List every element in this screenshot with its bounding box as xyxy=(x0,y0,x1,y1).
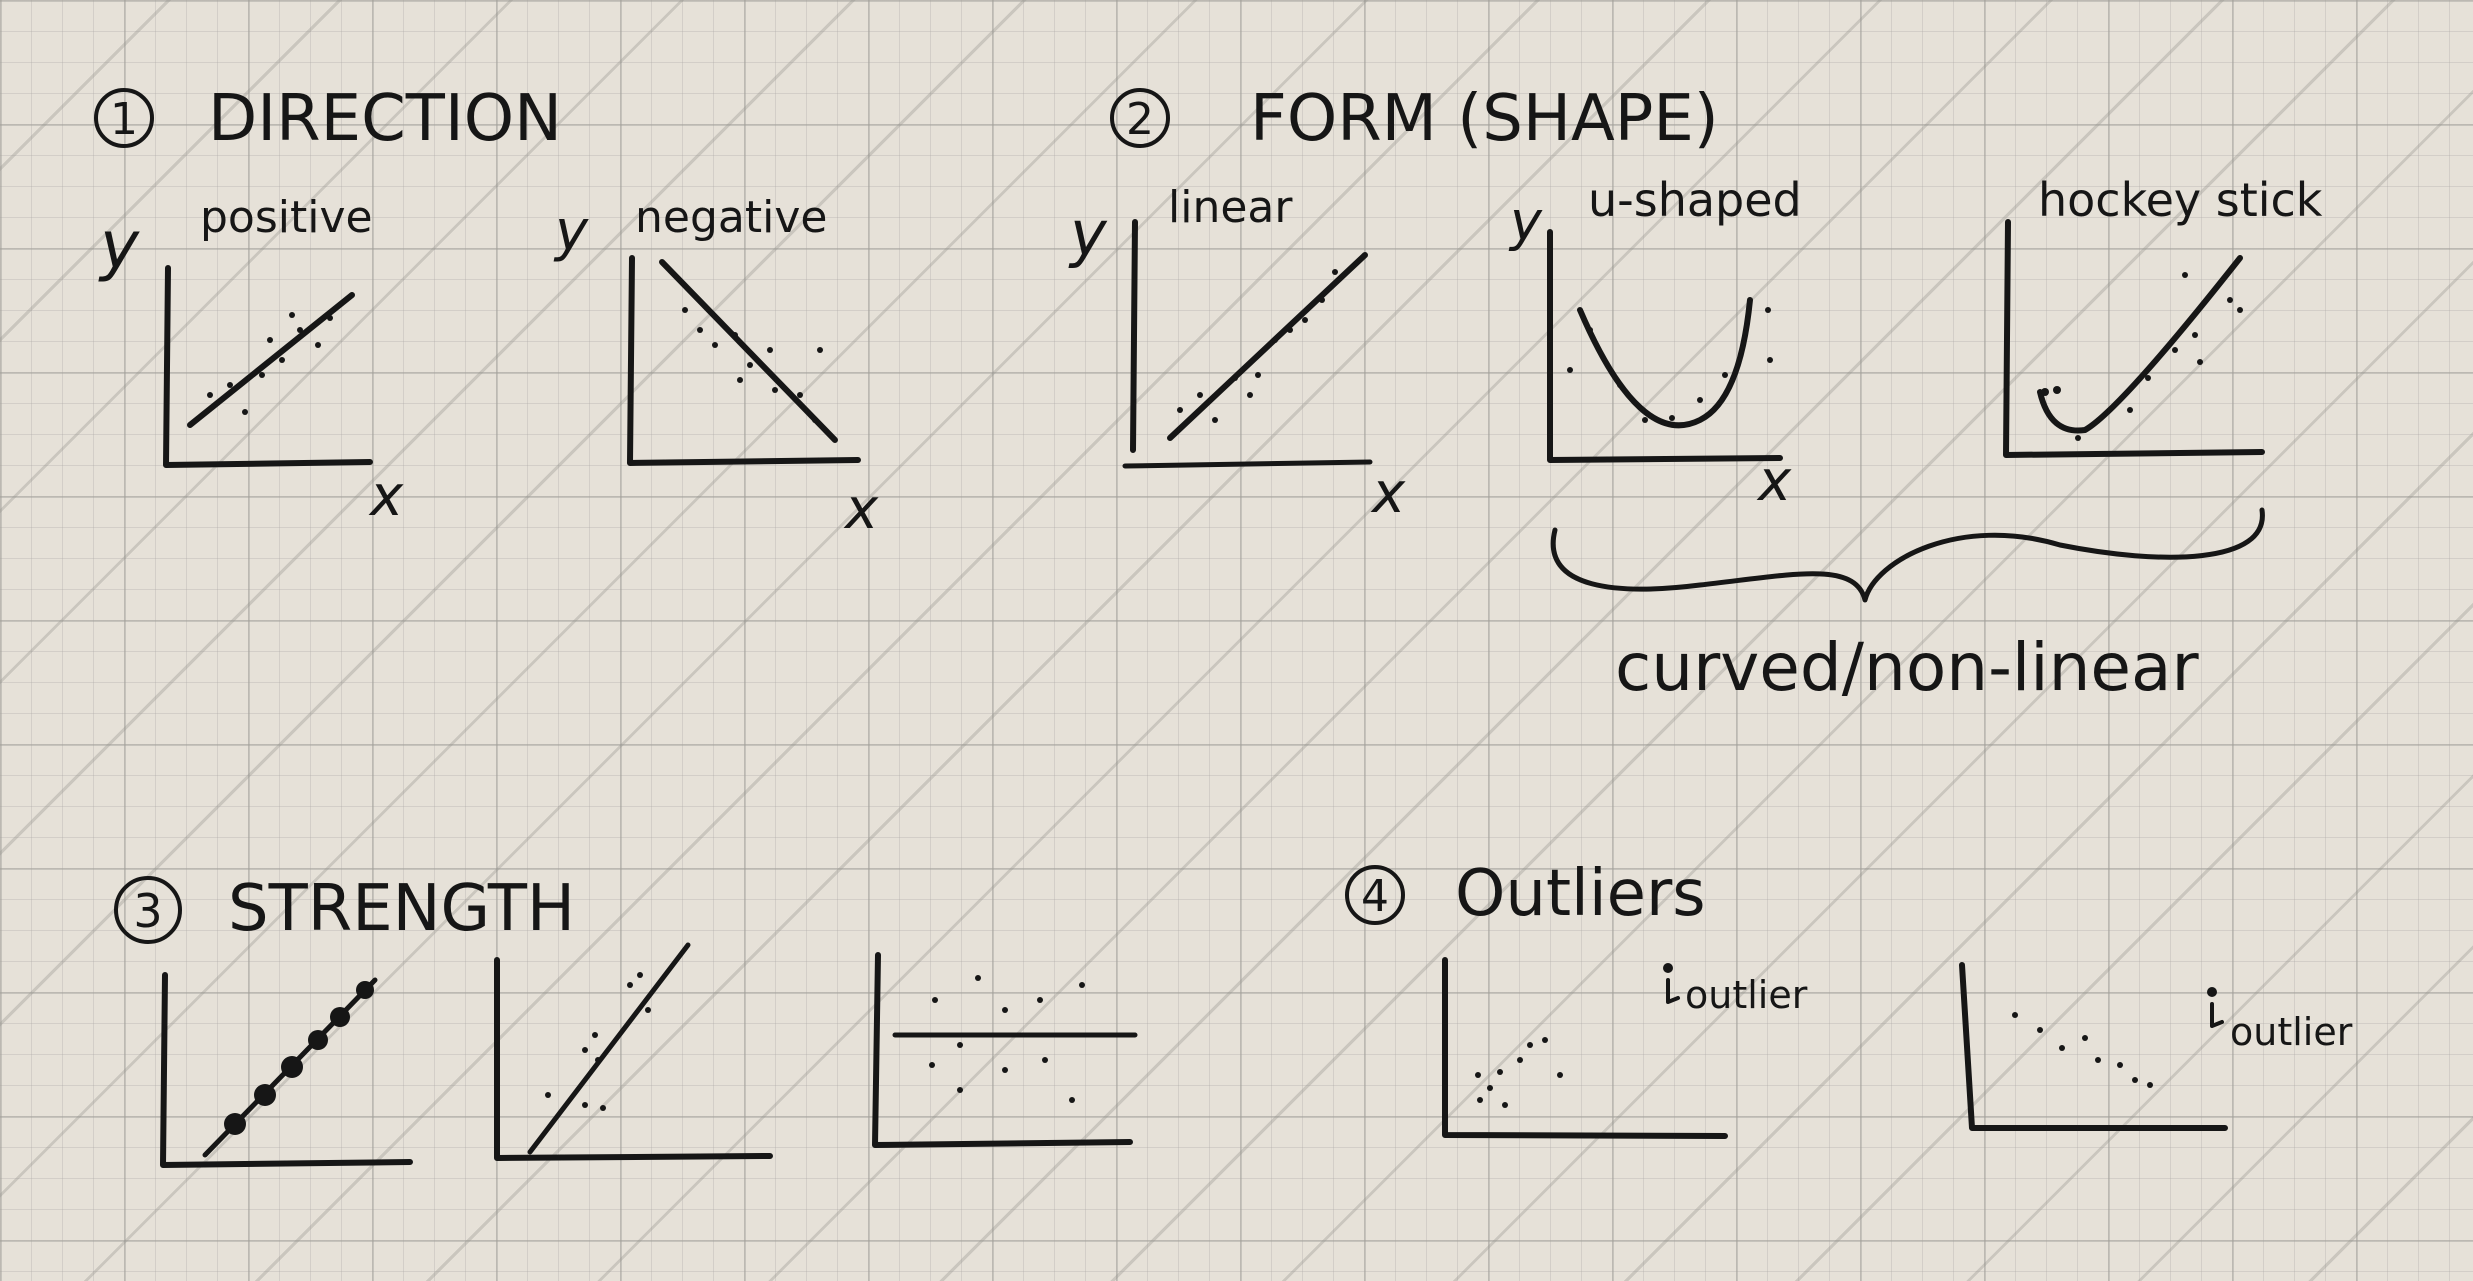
section-4-circle xyxy=(1345,865,1405,925)
plot-outlier-a-axes xyxy=(1442,957,1728,1139)
plot-outlier-b-points xyxy=(2012,1012,2153,1088)
plot-linear-x-label: x xyxy=(1370,461,1406,526)
plot-hockey-stick-label: hockey stick xyxy=(2038,173,2323,227)
plot-outlier-a-outlier-arrow xyxy=(1666,978,1680,1004)
brace-label: curved/non-linear xyxy=(1615,629,2199,706)
plot-u-shaped-points xyxy=(1567,307,1773,423)
plot-negative-y-label: y xyxy=(553,199,589,264)
section-3-title: STRENGTH xyxy=(228,872,575,946)
plot-u-shaped-curve xyxy=(1577,297,1753,429)
plot-negative-trend-line xyxy=(659,259,838,443)
plot-outlier-a-points xyxy=(1475,1037,1563,1108)
plot-weak xyxy=(872,952,1138,1148)
section-3-number: 3 xyxy=(133,884,162,938)
section-1-title: DIRECTION xyxy=(208,82,562,156)
plot-negative-points xyxy=(682,307,823,423)
plot-hockey-stick-axes xyxy=(2003,219,2265,458)
plot-outlier-b-outlier-point xyxy=(2207,987,2217,997)
plot-moderate-points xyxy=(545,972,651,1111)
plot-moderate-axes xyxy=(494,957,773,1161)
section-direction: 1 DIRECTION xyxy=(94,82,562,156)
plot-linear-x-axis xyxy=(1122,459,1373,469)
plot-hockey-stick: hockey stick xyxy=(2003,173,2323,458)
plot-positive-axes xyxy=(163,265,373,468)
plot-outlier-b: outlier xyxy=(1959,962,2353,1131)
plot-outlier-b-outlier-arrow xyxy=(2210,1002,2224,1028)
plot-linear: linear y x xyxy=(1068,182,1406,526)
plot-hockey-stick-curve xyxy=(2037,255,2243,434)
section-1-number: 1 xyxy=(110,94,138,145)
plot-outlier-b-outlier-label: outlier xyxy=(2230,1010,2353,1054)
section-2-circle xyxy=(1110,88,1170,148)
plot-linear-label: linear xyxy=(1168,182,1293,233)
plot-moderate-trend-line xyxy=(527,942,691,1155)
plot-negative-x-label: x xyxy=(843,477,879,542)
plot-moderate xyxy=(494,942,773,1161)
plot-positive: positive y x xyxy=(98,192,404,529)
plot-u-shaped-axes xyxy=(1547,229,1783,463)
plot-outlier-a-outlier-label: outlier xyxy=(1685,973,1808,1017)
plot-outlier-b-axes xyxy=(1959,962,2228,1131)
plot-u-shaped-x-label: x xyxy=(1756,449,1792,514)
section-1-circle xyxy=(94,88,154,148)
plot-weak-points xyxy=(929,975,1085,1103)
plot-u-shaped: u-shaped y x xyxy=(1508,173,1802,514)
plot-strong xyxy=(160,972,413,1168)
plot-linear-y-axis xyxy=(1130,219,1138,453)
section-4-number: 4 xyxy=(1361,871,1389,922)
section-3-circle xyxy=(114,876,182,944)
plot-strong-points xyxy=(224,981,374,1135)
brace-line xyxy=(1550,507,2265,603)
plot-outlier-a-outlier-point xyxy=(1663,963,1673,973)
plot-u-shaped-y-label: y xyxy=(1508,190,1543,253)
plot-positive-x-label: x xyxy=(368,464,404,529)
section-2-title: FORM (SHAPE) xyxy=(1250,82,1719,156)
plot-linear-points xyxy=(1177,269,1338,423)
plot-weak-axes xyxy=(872,952,1133,1148)
plot-strong-axes xyxy=(160,972,413,1168)
plot-linear-trend-line xyxy=(1167,252,1368,441)
section-4-title: Outliers xyxy=(1455,857,1706,931)
plot-linear-y-label: y xyxy=(1068,197,1108,270)
plot-negative-label: negative xyxy=(635,192,827,243)
plot-negative: negative y x xyxy=(553,192,879,542)
plot-positive-trend-line xyxy=(187,292,355,428)
plot-hockey-stick-points xyxy=(2041,272,2243,441)
section-outliers: 4 Outliers xyxy=(1345,857,1706,931)
curved-brace: curved/non-linear xyxy=(1550,507,2265,706)
section-strength: 3 STRENGTH xyxy=(114,872,575,946)
section-2-number: 2 xyxy=(1126,94,1154,145)
plot-positive-y-label: y xyxy=(98,207,140,284)
plot-outlier-a: outlier xyxy=(1442,957,1808,1139)
plot-u-shaped-label: u-shaped xyxy=(1588,173,1802,227)
plot-negative-axes xyxy=(627,255,861,466)
section-form: 2 FORM (SHAPE) xyxy=(1110,82,1719,156)
plot-positive-label: positive xyxy=(200,192,373,243)
plot-positive-points xyxy=(207,312,333,415)
